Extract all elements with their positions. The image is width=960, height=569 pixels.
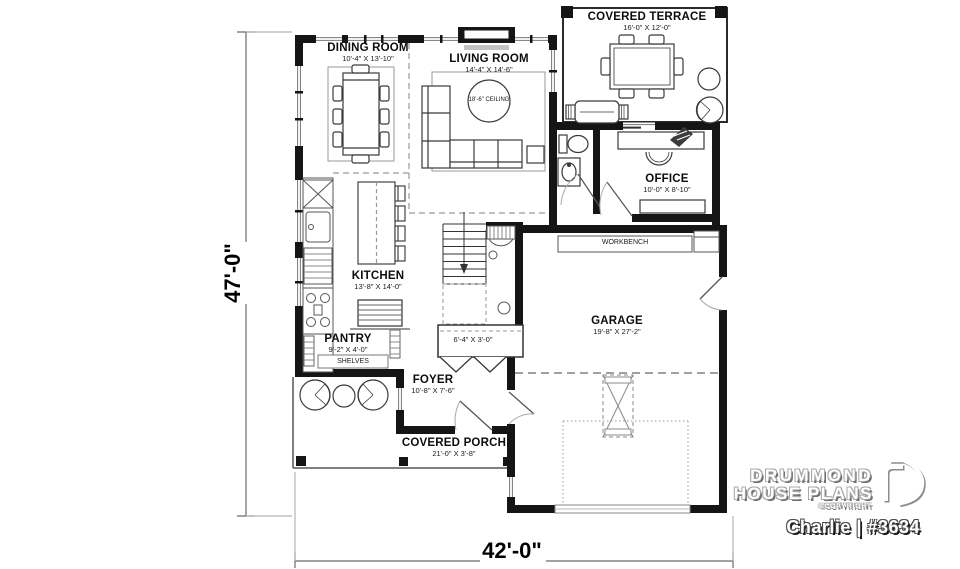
porch-table <box>332 384 356 408</box>
stairs <box>442 212 487 325</box>
plan-name-and-number: Charlie | #3634 <box>786 517 920 537</box>
overall-depth-dimension: 47'-0" <box>220 243 245 303</box>
dimension-lines <box>237 31 734 568</box>
water-heater <box>693 230 720 253</box>
overall-width-dimension: 42'-0" <box>482 538 542 563</box>
shelves-box <box>317 354 389 369</box>
space-divider-dashes <box>333 43 719 374</box>
brand-name-line2: HOUSE PLANS <box>733 484 873 503</box>
garage-details <box>554 230 720 514</box>
credenza <box>639 199 706 214</box>
ceiling-note: 18'-6" CEILING <box>468 97 510 103</box>
kitchen-buffet <box>350 299 410 330</box>
drummond-logo-icon <box>883 458 926 507</box>
workbench-label: WORKBENCH <box>601 239 649 246</box>
bbq-grill <box>565 100 629 124</box>
attic-ladder <box>602 374 634 438</box>
walls <box>295 35 727 513</box>
kitchen-island <box>357 181 406 265</box>
toilet <box>558 134 568 154</box>
office-set <box>599 127 706 217</box>
powder-room <box>557 134 601 208</box>
stove <box>302 287 334 335</box>
porch-chairs <box>299 379 389 411</box>
kitchen-sink <box>305 211 331 243</box>
laptop <box>670 127 693 147</box>
terrace-set <box>600 34 724 124</box>
copyright-label: ©COPYRIGHT <box>818 503 872 510</box>
office-chair <box>645 151 673 166</box>
closet-dims: 6'-4" X 3'-0" <box>453 335 493 344</box>
shelves-label: SHELVES <box>337 358 369 365</box>
closet <box>437 324 524 373</box>
living-room-set <box>421 71 546 172</box>
kitchen-cabinets <box>302 177 334 373</box>
pantry-details <box>303 329 401 369</box>
fireplace <box>458 27 515 50</box>
garage-door-tracks <box>562 420 689 505</box>
doors <box>454 276 723 431</box>
workbench <box>557 235 693 253</box>
brand-name-line1: DRUMMOND <box>750 466 873 485</box>
dining-set <box>327 64 395 164</box>
windows <box>295 35 655 497</box>
mudroom-items <box>486 225 516 315</box>
porch <box>292 377 512 469</box>
